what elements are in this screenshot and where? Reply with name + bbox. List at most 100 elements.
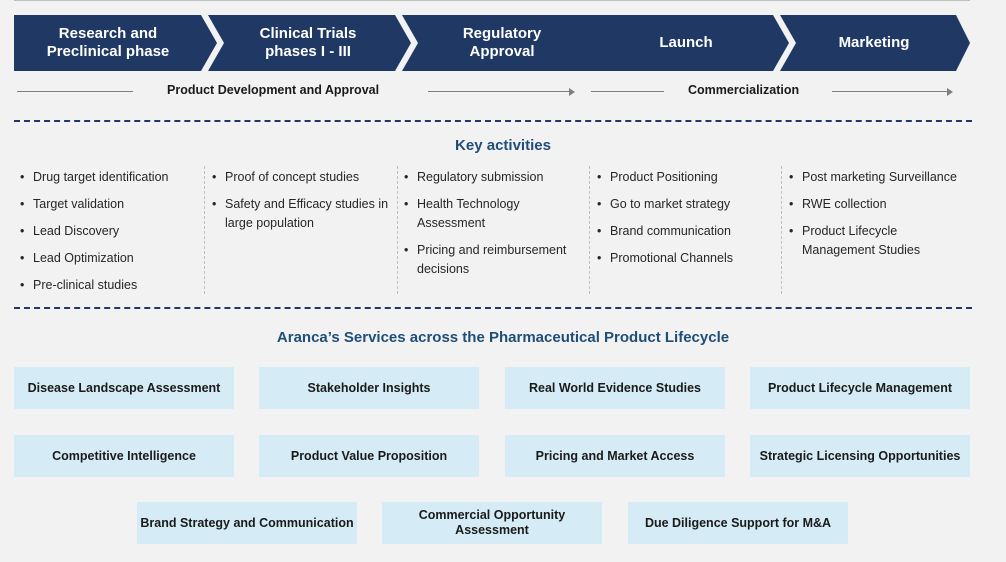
bullet-icon: •	[597, 251, 602, 265]
activity-item: • Product Positioning	[593, 168, 778, 187]
activity-column-regulatory: •Regulatory submission •Health Technolog…	[400, 168, 588, 287]
phase-label-line2: Preclinical phase	[46, 43, 170, 60]
activity-text: Lead Discovery	[33, 224, 120, 238]
activity-item: • Safety and Efficacy studies in large p…	[208, 195, 396, 233]
chevron-shape	[586, 15, 789, 71]
section-divider	[14, 120, 972, 122]
phase-label: Launch	[596, 15, 776, 71]
activity-text: Go to market strategy	[610, 197, 731, 211]
service-box: Stakeholder Insights	[259, 367, 479, 409]
service-box: Real World Evidence Studies	[505, 367, 725, 409]
bullet-icon: •	[789, 170, 794, 184]
service-box: Product Value Proposition	[259, 435, 479, 477]
activity-item: • Go to market strategy	[593, 195, 778, 214]
chevron-shape	[14, 15, 217, 71]
chevron-shape	[780, 15, 970, 71]
activity-column-research: • Drug target identification • Target vali…	[16, 168, 204, 303]
column-separator	[397, 166, 398, 294]
phase-label-line1: Marketing	[838, 34, 910, 51]
activity-text: Regulatory submission	[417, 170, 544, 184]
service-box: Disease Landscape Assessment	[14, 367, 234, 409]
activity-item: •Regulatory submission	[400, 168, 588, 187]
activity-item: • Health Technology Assessment	[400, 195, 588, 233]
activity-text: RWE collection	[802, 197, 887, 211]
activity-text: Product Lifecycle Management Studies	[802, 224, 921, 257]
service-box: Due Diligence Support for M&A	[628, 502, 848, 544]
arrow-head-icon	[947, 88, 953, 96]
phase-chevron-marketing: Marketing	[780, 15, 970, 71]
bullet-icon: •	[597, 197, 602, 211]
phase-chevron-launch: Launch	[586, 15, 789, 71]
bullet-icon: •	[404, 243, 409, 257]
chevron-shape	[208, 15, 411, 71]
service-box: Competitive Intelligence	[14, 435, 234, 477]
bullet-icon: •	[597, 224, 602, 238]
bullet-icon: •	[212, 197, 217, 211]
activity-column-clinical: • Proof of concept studies • Safety and E…	[208, 168, 396, 241]
bullet-icon: •	[597, 170, 602, 184]
activity-text: Drug target identification	[33, 170, 169, 184]
activity-column-launch: • Product Positioning • Go to market stra…	[593, 168, 778, 276]
activity-item: • Lead Discovery	[16, 222, 204, 241]
bullet-icon: •	[20, 278, 25, 292]
activity-item: • Target validation	[16, 195, 204, 214]
bullet-icon: •	[20, 251, 25, 265]
chevron-shape	[402, 15, 605, 71]
activity-text: Product Positioning	[610, 170, 718, 184]
activity-text: Pricing and reimbursement decisions	[417, 243, 567, 276]
activity-item: • RWE collection	[785, 195, 965, 214]
activity-item: • Product Lifecycle Management Studies	[785, 222, 965, 260]
phase-label-line1: Clinical Trials	[259, 25, 357, 42]
flow-line	[591, 91, 664, 92]
activity-item: •Lead Optimization	[16, 249, 204, 268]
activity-text: Post marketing Surveillance	[802, 170, 957, 184]
activity-text: Promotional Channels	[610, 251, 733, 265]
activity-text: Health Technology Assessment	[417, 197, 520, 230]
service-box: Pricing and Market Access	[505, 435, 725, 477]
bullet-icon: •	[20, 170, 25, 184]
phase-label: Marketing	[788, 15, 960, 71]
development-flow-label: Product Development and Approval	[167, 83, 380, 97]
activity-text: Safety and Efficacy studies in large pop…	[225, 197, 389, 230]
flow-line	[17, 91, 133, 92]
phase-label-line1: Regulatory	[462, 25, 542, 42]
activity-item: • Proof of concept studies	[208, 168, 396, 187]
bullet-icon: •	[789, 197, 794, 211]
bullet-icon: •	[404, 197, 409, 211]
flow-line	[832, 91, 948, 92]
activity-text: Brand communication	[610, 224, 731, 238]
column-separator	[204, 166, 205, 294]
bullet-icon: •	[20, 197, 25, 211]
phase-label-line2: Approval	[469, 43, 535, 60]
column-separator	[589, 166, 590, 294]
activity-item: • Brand communication	[593, 222, 778, 241]
phase-label-line1: Research and	[58, 25, 158, 42]
section-divider	[14, 307, 972, 309]
services-title: Aranca’s Services across the Pharmaceuti…	[276, 329, 730, 346]
bullet-icon: •	[212, 170, 217, 184]
phase-label-line1: Launch	[659, 34, 713, 51]
activity-item: • Pricing and reimbursement decisions	[400, 241, 588, 279]
column-separator	[781, 166, 782, 294]
service-box: Strategic Licensing Opportunities	[750, 435, 970, 477]
commercial-flow-label: Commercialization	[688, 83, 800, 97]
service-box: Brand Strategy and Communication	[137, 502, 357, 544]
activity-text: Target validation	[33, 197, 125, 211]
key-activities-title: Key activities	[455, 137, 551, 154]
top-rule	[14, 0, 970, 1]
phase-label-line2: phases I - III	[265, 43, 351, 60]
activity-text: Proof of concept studies	[225, 170, 360, 184]
activity-item: • Promotional Channels	[593, 249, 778, 268]
bullet-icon: •	[20, 224, 25, 238]
bullet-icon: •	[789, 224, 794, 238]
activity-item: • Drug target identification	[16, 168, 204, 187]
service-box: Product Lifecycle Management	[750, 367, 970, 409]
flow-line	[428, 91, 570, 92]
activity-text: Pre-clinical studies	[33, 278, 138, 292]
